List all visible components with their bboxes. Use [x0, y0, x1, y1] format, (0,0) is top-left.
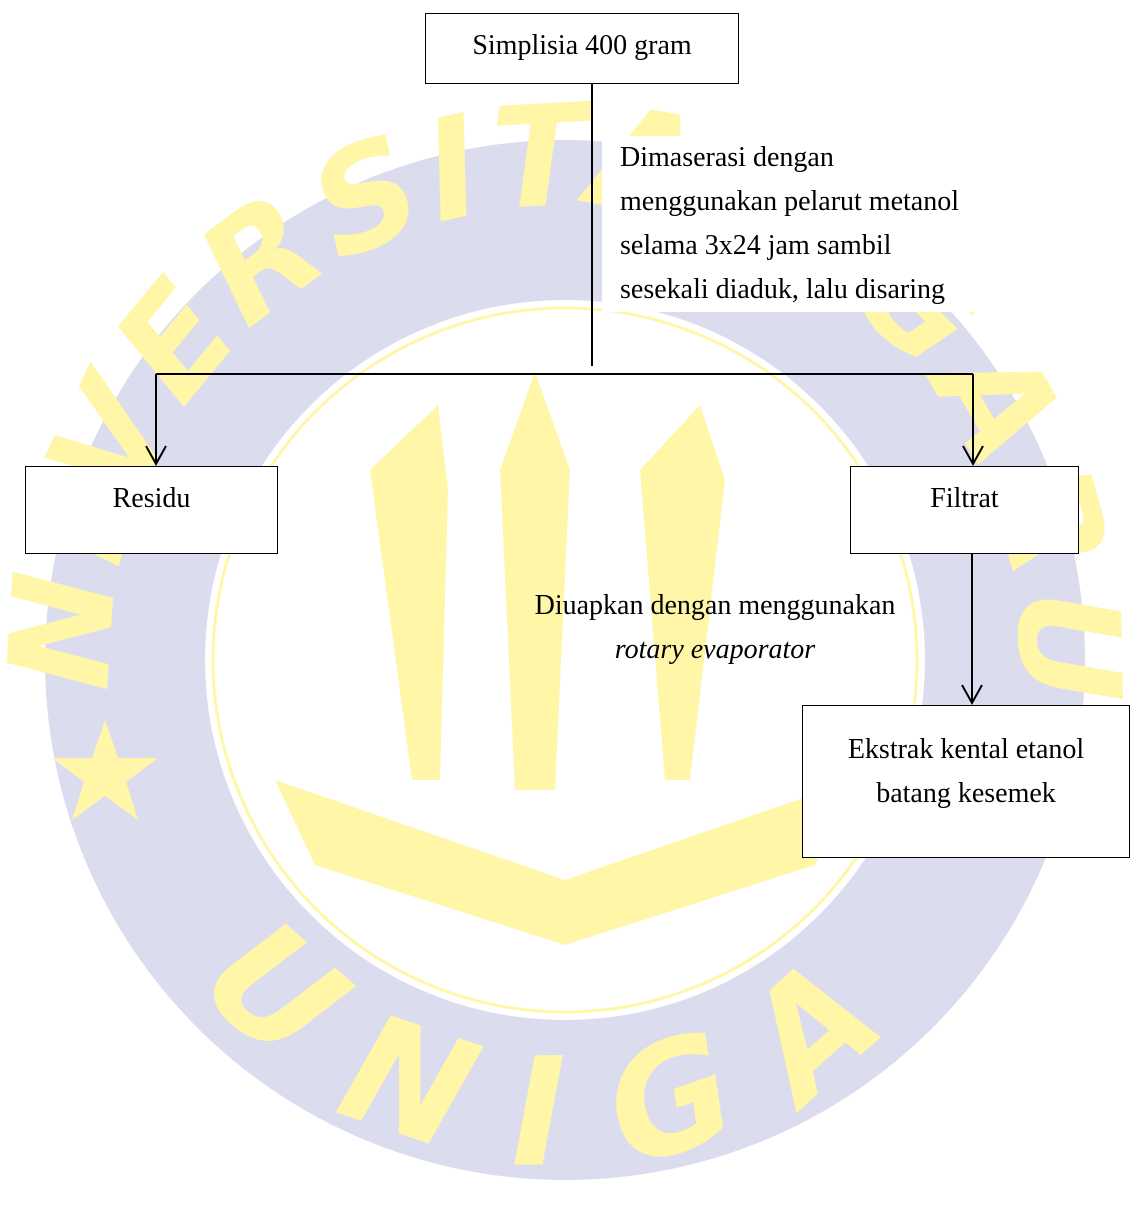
- note-evaporasi-line2: rotary evaporator: [614, 634, 816, 665]
- watermark-star-left-icon: [52, 720, 158, 820]
- node-residu: Residu: [25, 466, 278, 554]
- note-maserasi: Dimaserasi dengan menggunakan pelarut me…: [602, 136, 1048, 312]
- node-ekstrak-label-line2: batang kesemek: [876, 778, 1056, 809]
- note-maserasi-line3: selama 3x24 jam sambil: [620, 230, 892, 261]
- node-ekstrak-label-line1: Ekstrak kental etanol: [847, 734, 1085, 765]
- watermark-emblem-icon: [275, 372, 855, 945]
- node-simplisia: Simplisia 400 gram: [425, 13, 739, 84]
- note-evaporasi: Diuapkan dengan menggunakan rotary evapo…: [505, 584, 925, 672]
- note-evaporasi-line1: Diuapkan dengan menggunakan: [534, 590, 896, 621]
- note-maserasi-line2: menggunakan pelarut metanol: [620, 186, 959, 217]
- node-residu-label: Residu: [112, 483, 191, 514]
- node-filtrat-label: Filtrat: [930, 483, 999, 514]
- node-simplisia-label: Simplisia 400 gram: [472, 30, 692, 61]
- arrowhead-filtrat-icon: [962, 445, 984, 467]
- arrowhead-ekstrak-icon: [961, 684, 983, 706]
- note-maserasi-line4: sesekali diaduk, lalu disaring: [620, 274, 946, 305]
- node-ekstrak: Ekstrak kental etanol batang kesemek: [802, 705, 1130, 858]
- note-maserasi-line1: Dimaserasi dengan: [620, 142, 834, 173]
- node-filtrat: Filtrat: [850, 466, 1079, 554]
- arrowhead-residu-icon: [145, 445, 167, 467]
